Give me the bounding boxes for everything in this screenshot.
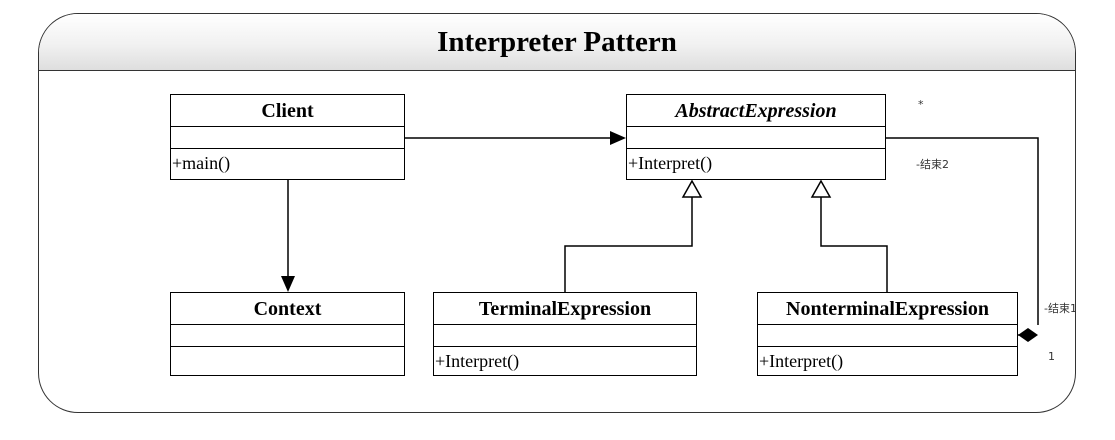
class-nonterminal-expression-name: NonterminalExpression	[758, 293, 1017, 325]
class-nonterminal-expression: NonterminalExpression +Interpret()	[757, 292, 1018, 376]
multiplicity-one-label: 1	[1048, 350, 1055, 363]
class-client-operation: +main()	[172, 153, 231, 173]
class-context-attributes	[171, 325, 404, 347]
class-terminal-expression-name: TerminalExpression	[434, 293, 696, 325]
role-end1-label: -结束1	[1044, 302, 1077, 315]
class-abstract-expression-name: AbstractExpression	[627, 95, 885, 127]
class-client: Client +main()	[170, 94, 405, 180]
diagram-title: Interpreter Pattern	[437, 26, 677, 58]
class-terminal-expression: TerminalExpression +Interpret()	[433, 292, 697, 376]
frame-header: Interpreter Pattern	[39, 14, 1075, 71]
class-context: Context	[170, 292, 405, 376]
class-terminal-expression-attributes	[434, 325, 696, 347]
class-abstract-expression: AbstractExpression +Interpret()	[626, 94, 886, 180]
class-abstract-expression-attributes	[627, 127, 885, 149]
class-terminal-expression-operation: +Interpret()	[435, 351, 520, 371]
class-nonterminal-expression-operation: +Interpret()	[759, 351, 844, 371]
class-client-attributes	[171, 127, 404, 149]
class-context-name: Context	[171, 293, 404, 325]
class-abstract-expression-operation: +Interpret()	[628, 153, 713, 173]
class-context-operation	[171, 347, 404, 375]
multiplicity-many-label: *	[918, 98, 924, 111]
class-client-name: Client	[171, 95, 404, 127]
class-nonterminal-expression-attributes	[758, 325, 1017, 347]
role-end2-label: -结束2	[916, 158, 949, 171]
